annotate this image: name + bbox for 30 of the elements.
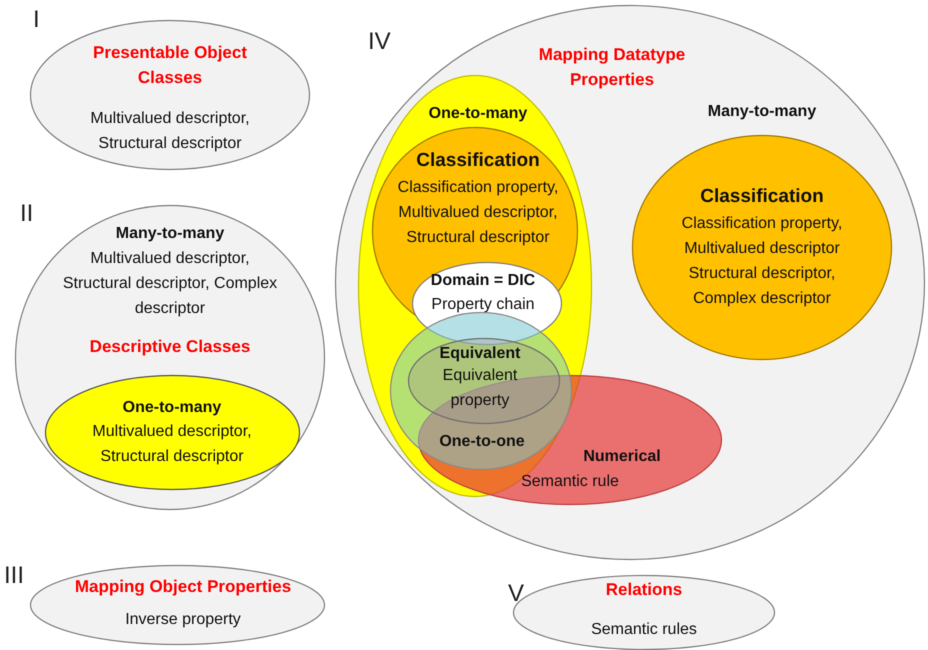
heading-text: Numerical: [582, 447, 662, 467]
section-number: V: [508, 580, 524, 608]
section-number: III: [4, 562, 24, 590]
title-text: Relations: [604, 579, 684, 601]
body-text: Inverse property: [124, 610, 242, 630]
body-text: Classification property, Multivalued descriptor, Structural descriptor: [396, 178, 560, 248]
body-text: Multivalued descriptor, Structural descriptor: [91, 422, 253, 467]
body-text: Semantic rule: [520, 472, 620, 492]
title-text: Mapping Object Properties: [74, 576, 292, 598]
heading-text: One-to-many: [428, 104, 528, 124]
section-number: IV: [368, 28, 391, 56]
section-number: II: [20, 200, 34, 228]
heading-text: Equivalent: [438, 344, 522, 364]
section-number: I: [33, 6, 40, 34]
heading-text: Classification: [699, 185, 825, 209]
body-text: Multivalued descriptor, Structural descriptor, Complex descriptor: [62, 249, 278, 319]
title-text: Descriptive Classes: [88, 336, 252, 358]
body-text: Semantic rules: [590, 620, 698, 640]
heading-text: One-to-one: [438, 432, 526, 452]
body-text: Classification property, Multivalued descriptor Structural descriptor, Complex descriptor: [680, 214, 844, 309]
body-text: Property chain: [430, 295, 536, 315]
heading-text: Many-to-many: [706, 102, 818, 122]
body-text: Multivalued descriptor, Structural descriptor: [89, 109, 251, 154]
title-text: Mapping Datatype Properties: [538, 44, 686, 91]
body-text: Equivalent property: [442, 366, 518, 411]
heading-text: Classification: [415, 149, 541, 173]
title-text: Presentable Object Classes: [92, 42, 248, 89]
heading-text: Many-to-many: [114, 224, 226, 244]
heading-text: Domain = DIC: [430, 271, 536, 291]
heading-text: One-to-many: [122, 398, 222, 418]
